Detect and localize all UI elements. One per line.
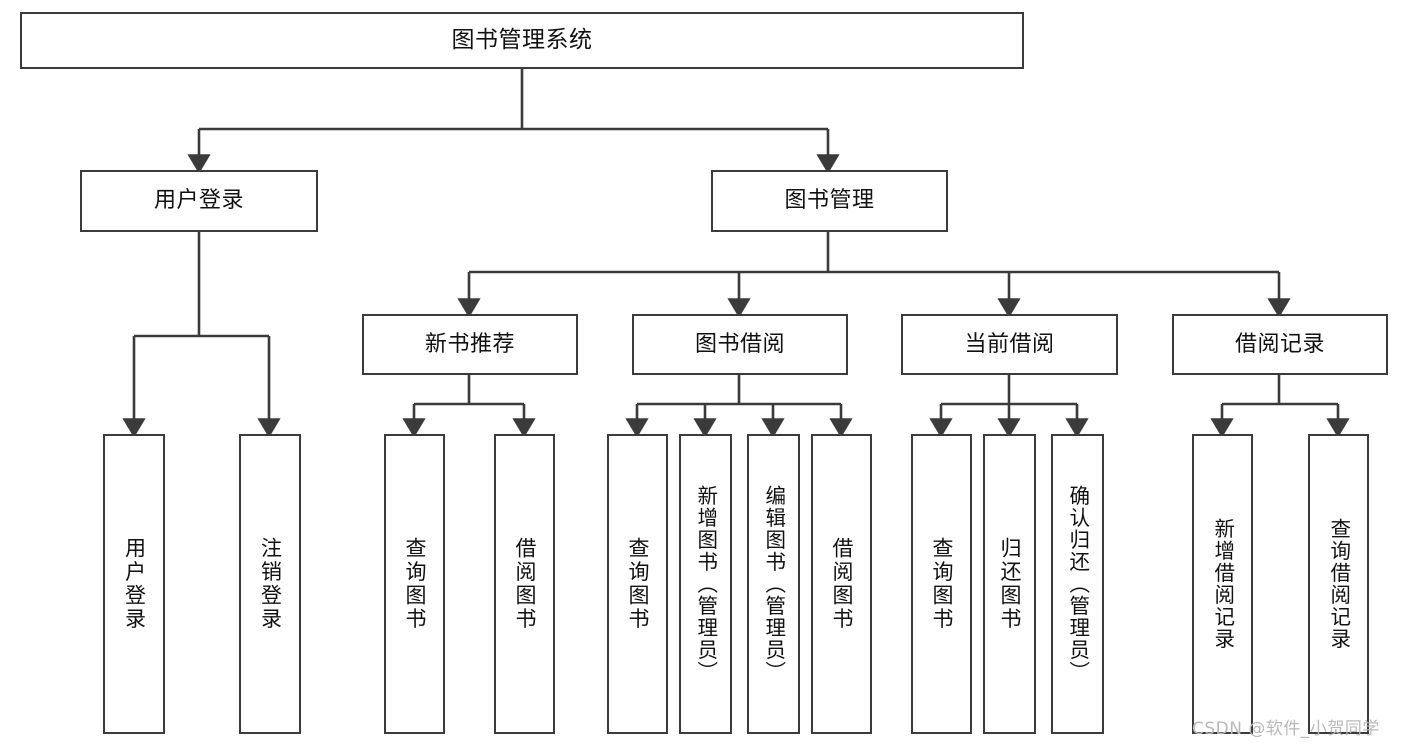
leaf-borrow-book-1[interactable]: 借阅图书 (494, 434, 555, 734)
watermark: CSDN @软件_小贺同学 (1192, 719, 1380, 739)
node-label: 注销登录 (258, 537, 283, 631)
node-label: 借阅图书 (513, 537, 537, 631)
node-label: 查询图书 (626, 537, 650, 631)
leaf-add-borrow-record[interactable]: 新增借阅记录 (1192, 434, 1253, 734)
node-label: 查询图书 (403, 537, 427, 631)
leaf-query-borrow-record[interactable]: 查询借阅记录 (1308, 434, 1369, 734)
node-label: 借阅图书 (830, 537, 854, 631)
node-label: 查询图书 (930, 537, 954, 631)
leaf-query-book-1[interactable]: 查询图书 (384, 434, 445, 734)
leaf-confirm-return-admin[interactable]: 确认归还（管理员） (1051, 434, 1104, 734)
node-label: 新增图书（管理员） (693, 485, 718, 683)
leaf-user-login[interactable]: 用户登录 (103, 434, 165, 734)
node-label: 借阅记录 (1234, 331, 1325, 357)
leaf-add-book-admin[interactable]: 新增图书（管理员） (679, 434, 732, 734)
node-label: 归还图书 (998, 537, 1022, 631)
node-current-borrow[interactable]: 当前借阅 (901, 314, 1118, 375)
leaf-query-book-3[interactable]: 查询图书 (911, 434, 972, 734)
leaf-edit-book-admin[interactable]: 编辑图书（管理员） (747, 434, 800, 734)
node-label: 用户登录 (153, 188, 244, 214)
node-book-borrow[interactable]: 图书借阅 (632, 314, 848, 375)
node-root-book-management-system[interactable]: 图书管理系统 (20, 12, 1024, 69)
node-label: 用户登录 (122, 537, 147, 631)
leaf-query-book-2[interactable]: 查询图书 (607, 434, 668, 734)
node-label: 确认归还（管理员） (1065, 485, 1090, 683)
node-borrow-record[interactable]: 借阅记录 (1172, 314, 1388, 375)
node-label: 图书借阅 (694, 331, 785, 357)
node-book-management[interactable]: 图书管理 (711, 170, 948, 232)
leaf-return-book[interactable]: 归还图书 (983, 434, 1036, 734)
leaf-logout[interactable]: 注销登录 (239, 434, 301, 734)
node-label: 编辑图书（管理员） (761, 485, 786, 683)
node-label: 图书管理 (784, 188, 875, 214)
node-new-book-recommendation[interactable]: 新书推荐 (362, 314, 578, 375)
node-label: 图书管理系统 (451, 27, 593, 54)
node-label: 查询借阅记录 (1326, 518, 1351, 650)
node-user-login[interactable]: 用户登录 (80, 170, 318, 232)
node-label: 新增借阅记录 (1210, 518, 1235, 650)
leaf-borrow-book-2[interactable]: 借阅图书 (811, 434, 872, 734)
node-label: 新书推荐 (424, 331, 515, 357)
node-label: 当前借阅 (964, 331, 1055, 357)
